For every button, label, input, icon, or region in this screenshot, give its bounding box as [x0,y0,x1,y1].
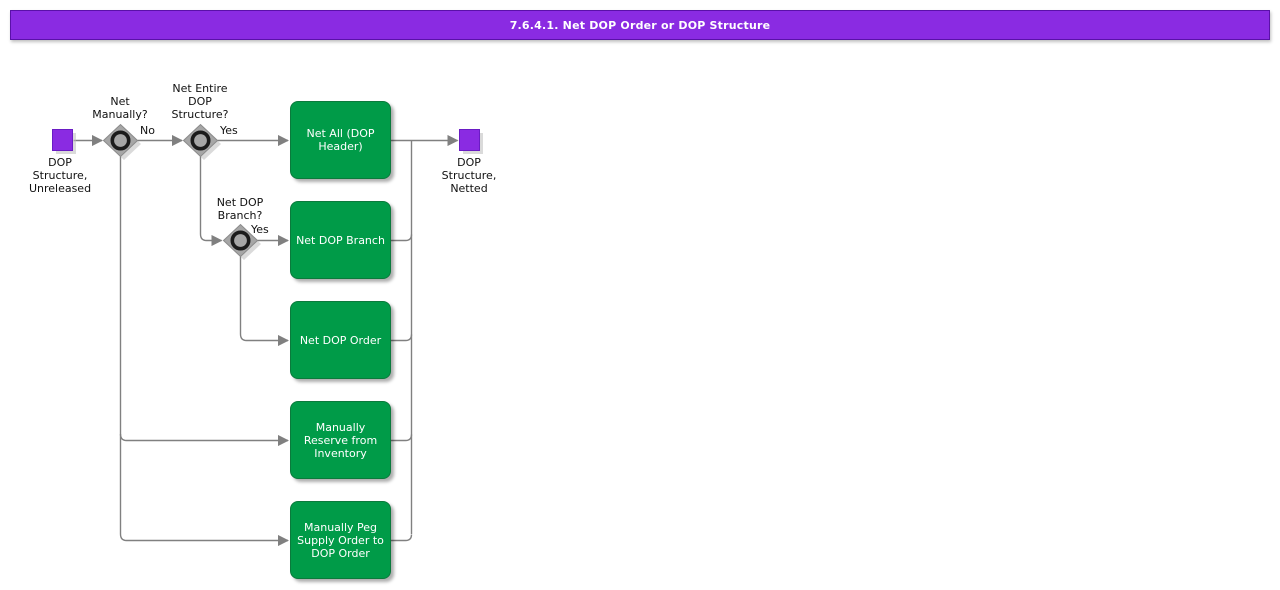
decision-net-manually-label: Net Manually? [92,95,148,121]
decision-ring-icon [110,130,131,151]
end-event-square [459,129,480,151]
edge-net-dop-order-out [391,334,413,342]
decision-net-entire-dop-structure-diamond [182,123,221,160]
diamond-shape [222,223,259,258]
decision-net-manually-diamond [102,123,141,160]
decision-ring-icon [230,230,251,251]
branch-label-yes-net-entire: Yes [220,124,238,137]
edge-net-dop-branch-out [391,234,413,242]
activity-net-all-dop-header[interactable]: Net All (DOP Header) [290,101,391,179]
start-event [52,129,76,154]
start-event-label: DOP Structure, Unreleased [28,156,92,195]
activity-manually-peg-supply-order[interactable]: Manually Peg Supply Order to DOP Order [290,501,391,579]
activity-manually-reserve-from-inventory[interactable]: Manually Reserve from Inventory [290,401,391,479]
start-event-square [52,129,73,151]
diamond-shape [182,123,219,158]
branch-label-no: No [140,124,155,137]
activity-net-dop-branch[interactable]: Net DOP Branch [290,201,391,279]
title-bar: 7.6.4.1. Net DOP Order or DOP Structure [10,10,1270,40]
edge-manually-peg-out [391,534,413,542]
branch-label-yes-net-dop-branch: Yes [251,223,269,236]
decision-ring-icon [190,130,211,151]
end-event-label: DOP Structure, Netted [441,156,497,195]
edge-net-dop-branch-to-net-dop-order [239,256,290,347]
edge-manually-reserve-out [391,434,413,442]
edge-net-manually-to-manually-peg [119,156,290,547]
end-event [459,129,483,154]
decision-net-dop-branch-label: Net DOP Branch? [216,196,264,222]
decision-net-entire-dop-structure-label: Net Entire DOP Structure? [171,82,229,121]
activity-net-dop-order[interactable]: Net DOP Order [290,301,391,379]
edge-net-manually-to-manually-reserve [119,433,290,447]
edge-net-entire-to-net-dop-branch-decision [199,156,223,247]
decision-net-dop-branch-diamond [222,223,261,260]
diamond-shape [102,123,139,158]
page-title: 7.6.4.1. Net DOP Order or DOP Structure [509,18,771,32]
